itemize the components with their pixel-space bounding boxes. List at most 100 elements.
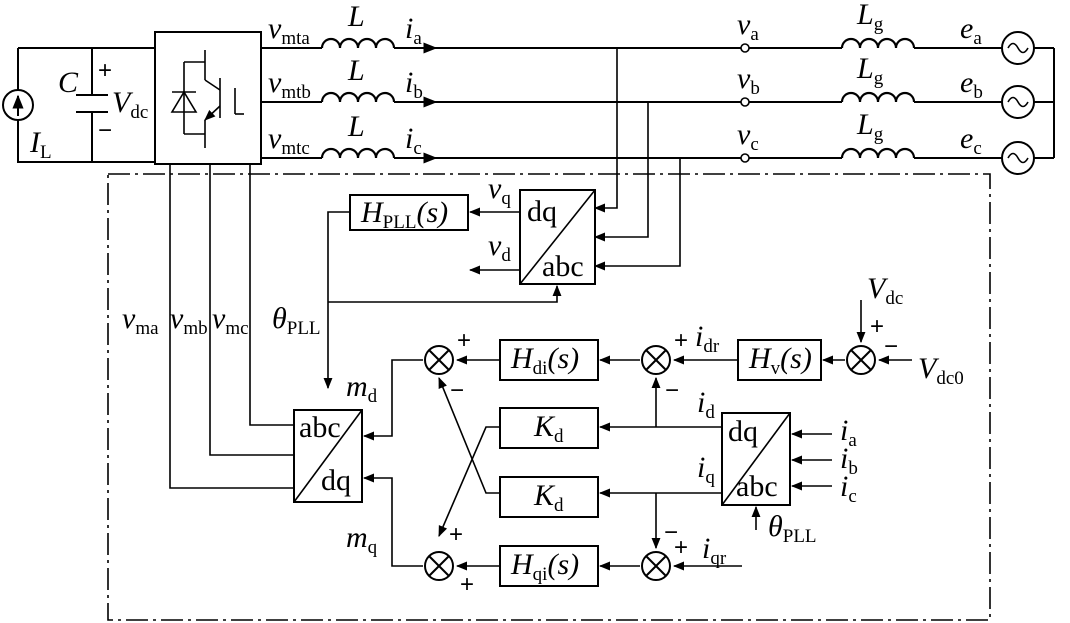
svg-text:Hdi(s): Hdi(s) [510,342,579,379]
modulation-label: vmb [170,302,208,339]
sine-icon [1007,96,1029,108]
svg-text:+: + [674,327,688,354]
sine-icon [1007,42,1029,54]
modulation-label: vma [122,302,159,339]
svg-text:+: + [460,571,474,598]
sum-junction-q-error [641,551,671,581]
svg-text:+: + [674,534,688,561]
svg-text:HPLL(s): HPLL(s) [360,196,448,233]
svg-text:abc: abc [299,411,341,444]
inverter-bridge [154,31,262,165]
svg-text:Kd: Kd [533,479,564,516]
svg-text:ia: ia [840,414,857,451]
vd-label: vd [488,229,511,266]
kd-block-top: Kd [499,407,599,449]
grid-voltage-label: ec [960,122,982,159]
svg-text:Hv(s): Hv(s) [748,342,812,379]
hqi-block: Hqi(s) [499,545,599,587]
svg-text:+: + [870,313,884,340]
svg-text:−: − [884,333,898,360]
phase-current-label: ic [405,122,422,159]
svg-text:ib: ib [840,442,858,479]
inductor-icon [320,37,396,50]
sum-junction-d-error [641,345,671,375]
svg-text:ic: ic [840,470,857,507]
vmt-label: vmtc [268,122,310,159]
svg-text:abc: abc [736,470,778,503]
transform-abc-to-dq-right: dq abc [721,412,791,506]
svg-text:mq: mq [346,521,378,558]
controller-boundary [107,173,991,621]
pcc-node [740,97,750,107]
svg-text:θPLL: θPLL [768,510,817,547]
inductor-label: L [347,0,365,33]
svg-text:idr: idr [695,320,720,357]
pcc-node [740,43,750,53]
phase-current-label: ib [405,66,423,103]
svg-text:iq: iq [697,451,715,488]
pll-wiring [323,207,562,390]
svg-text:dq: dq [321,464,351,497]
modulation-signals [169,164,294,489]
vdc-minus-sign: − [98,117,112,144]
measurement-taps [593,48,681,271]
svg-text:Vdc0: Vdc0 [918,352,964,389]
inductor-label: L [347,54,365,87]
vdc-label: Vdc [112,86,148,123]
hdi-block: Hdi(s) [499,339,599,381]
current-source-icon [2,89,34,121]
svg-text:Vdc: Vdc [867,272,903,309]
grid-voltage-label: eb [960,66,983,103]
svg-text:dq: dq [728,415,758,448]
svg-text:−: − [450,377,464,404]
junction-signs: + − + − + − + + − + [449,313,898,598]
grid-inductor-icon [840,91,916,104]
pll-block: HPLL(s) [349,194,469,233]
inductor-label: L [347,110,365,143]
svg-text:id: id [697,386,715,423]
transform-abc-to-dq-top: dq abc [519,189,596,285]
svg-text:−: − [664,519,678,546]
sum-junction-q-output [424,551,454,581]
svg-text:Kd: Kd [533,410,564,447]
sine-icon [1007,152,1029,164]
grid-inductor-icon [840,147,916,160]
pcc-voltage-label: vb [737,62,760,99]
svg-text:−: − [665,377,679,404]
dc-side: IL C + − Vdc [2,47,155,163]
hv-block: Hv(s) [737,339,822,381]
svg-text:iqr: iqr [702,532,727,569]
capacitor-label: C [58,66,79,99]
svg-text:Hqi(s): Hqi(s) [510,548,579,585]
theta-pll-label: θPLL [272,302,321,339]
grid-inductor-label: Lg [856,108,884,145]
svg-text:+: + [449,521,463,548]
vdc-plus-sign: + [98,57,112,84]
pcc-voltage-label: va [737,8,759,45]
svg-text:abc: abc [542,250,584,283]
pcc-node [740,153,750,163]
vmt-label: vmtb [268,66,311,103]
grid-inductor-icon [840,37,916,50]
modulation-label: vmc [212,302,249,339]
grid-inductor-label: Lg [856,0,884,35]
inductor-icon [320,147,396,160]
inductor-icon [320,91,396,104]
phase-current-label: ia [405,12,422,49]
svg-text:+: + [457,327,471,354]
current-source-label: IL [29,126,52,163]
kd-block-bottom: Kd [499,476,599,518]
sum-junction-d-output [424,345,454,375]
transform-dq-to-abc-left: abc dq [293,409,363,503]
grid-voltage-label: ea [960,12,982,49]
control-labels: md mq idr iqr id iq Vdc Vdc0 ia ib ic θP… [346,272,964,569]
grid-inductor-label: Lg [856,52,884,89]
pcc-voltage-label: vc [737,118,759,155]
control-wiring [362,300,912,571]
svg-text:md: md [346,370,378,407]
svg-text:dq: dq [527,195,557,228]
vq-label: vq [488,172,511,209]
vmt-label: vmta [268,12,310,49]
